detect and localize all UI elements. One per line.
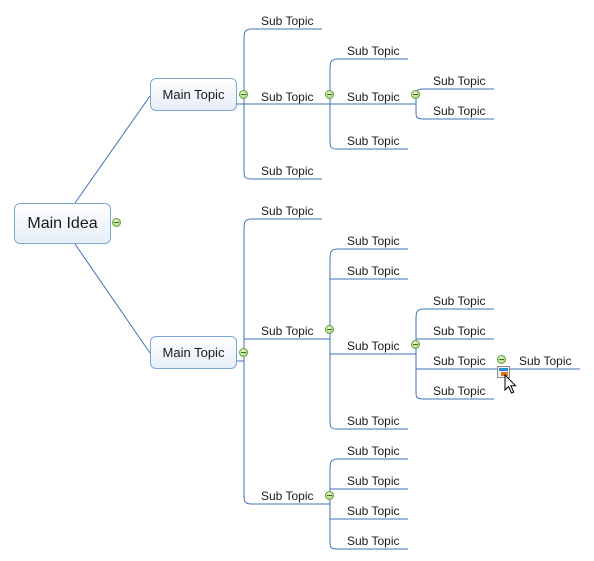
sub-topic-label[interactable]: Sub Topic bbox=[347, 339, 400, 353]
collapse-minus-icon[interactable] bbox=[112, 218, 121, 227]
collapse-minus-icon[interactable] bbox=[411, 90, 420, 99]
connector-line bbox=[415, 308, 425, 400]
sub-topic-label[interactable]: Sub Topic bbox=[433, 354, 486, 368]
sub-topic-label[interactable]: Sub Topic bbox=[347, 534, 400, 548]
connector-line bbox=[329, 248, 339, 430]
collapse-minus-icon[interactable] bbox=[497, 355, 506, 364]
main-topic-label: Main Topic bbox=[162, 87, 225, 102]
main-topic-node[interactable]: Main Topic bbox=[150, 336, 237, 369]
connector-line bbox=[243, 218, 253, 505]
sub-topic-label[interactable]: Sub Topic bbox=[261, 14, 314, 28]
sub-topic-label[interactable]: Sub Topic bbox=[261, 324, 314, 338]
sub-topic-label[interactable]: Sub Topic bbox=[433, 324, 486, 338]
sub-topic-label[interactable]: Sub Topic bbox=[347, 264, 400, 278]
collapse-minus-icon[interactable] bbox=[325, 491, 334, 500]
collapse-minus-icon[interactable] bbox=[325, 90, 334, 99]
sub-topic-label[interactable]: Sub Topic bbox=[261, 204, 314, 218]
sub-topic-label[interactable]: Sub Topic bbox=[347, 414, 400, 428]
sub-topic-label[interactable]: Sub Topic bbox=[433, 104, 486, 118]
connector-line bbox=[329, 458, 339, 550]
drag-icon-bar bbox=[499, 368, 508, 371]
connector-line bbox=[74, 95, 151, 204]
collapse-minus-icon[interactable] bbox=[239, 348, 248, 357]
collapse-minus-icon[interactable] bbox=[325, 325, 334, 334]
main-topic-node[interactable]: Main Topic bbox=[150, 78, 237, 111]
mouse-pointer-icon bbox=[504, 374, 517, 394]
connector-line bbox=[329, 58, 339, 150]
collapse-minus-icon[interactable] bbox=[411, 340, 420, 349]
sub-topic-label[interactable]: Sub Topic bbox=[433, 294, 486, 308]
collapse-minus-icon[interactable] bbox=[239, 90, 248, 99]
main-topic-label: Main Topic bbox=[162, 345, 225, 360]
connector-line bbox=[74, 243, 151, 354]
sub-topic-label[interactable]: Sub Topic bbox=[261, 90, 314, 104]
main-idea-label: Main Idea bbox=[27, 214, 98, 232]
connector-line bbox=[243, 28, 253, 180]
sub-topic-label[interactable]: Sub Topic bbox=[347, 90, 400, 104]
sub-topic-label[interactable]: Sub Topic bbox=[347, 134, 400, 148]
sub-topic-label[interactable]: Sub Topic bbox=[347, 474, 400, 488]
sub-topic-label[interactable]: Sub Topic bbox=[519, 354, 572, 368]
sub-topic-label[interactable]: Sub Topic bbox=[433, 74, 486, 88]
sub-topic-label[interactable]: Sub Topic bbox=[433, 384, 486, 398]
sub-topic-label[interactable]: Sub Topic bbox=[347, 234, 400, 248]
connector-line bbox=[415, 88, 425, 120]
sub-topic-label[interactable]: Sub Topic bbox=[261, 164, 314, 178]
sub-topic-label[interactable]: Sub Topic bbox=[261, 489, 314, 503]
main-idea-node[interactable]: Main Idea bbox=[14, 203, 111, 244]
sub-topic-label[interactable]: Sub Topic bbox=[347, 504, 400, 518]
sub-topic-label[interactable]: Sub Topic bbox=[347, 44, 400, 58]
sub-topic-label[interactable]: Sub Topic bbox=[347, 444, 400, 458]
